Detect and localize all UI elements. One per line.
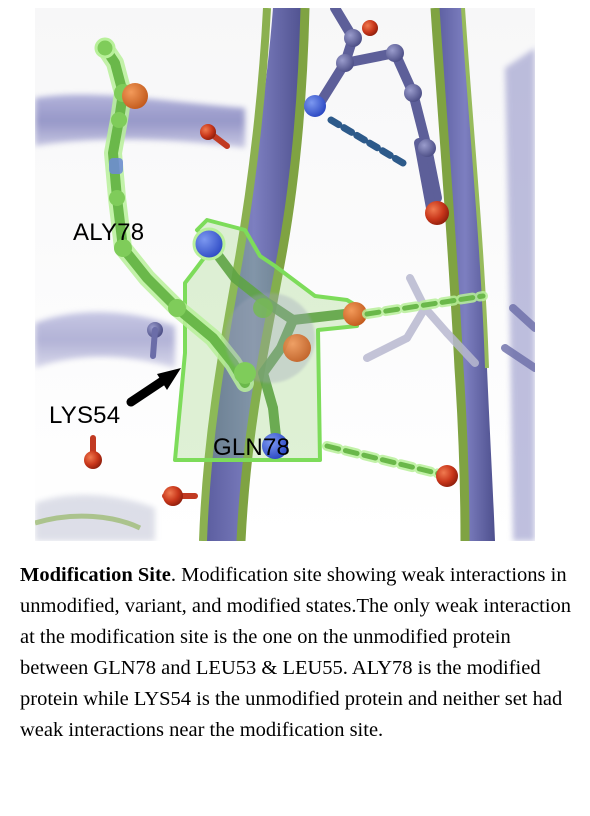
aly78-label: ALY78 [73,219,145,246]
molecular-structure-image [35,8,535,541]
figure-caption: Modification Site. Modification site sho… [20,560,582,746]
caption-title: Modification Site [20,564,171,586]
caption-body: . Modification site showing weak interac… [20,564,572,741]
lys54-label: LYS54 [49,402,121,429]
gln78-label: GLN78 [213,434,291,461]
molecular-figure: ALY78 LYS54 GLN78 [35,8,535,541]
